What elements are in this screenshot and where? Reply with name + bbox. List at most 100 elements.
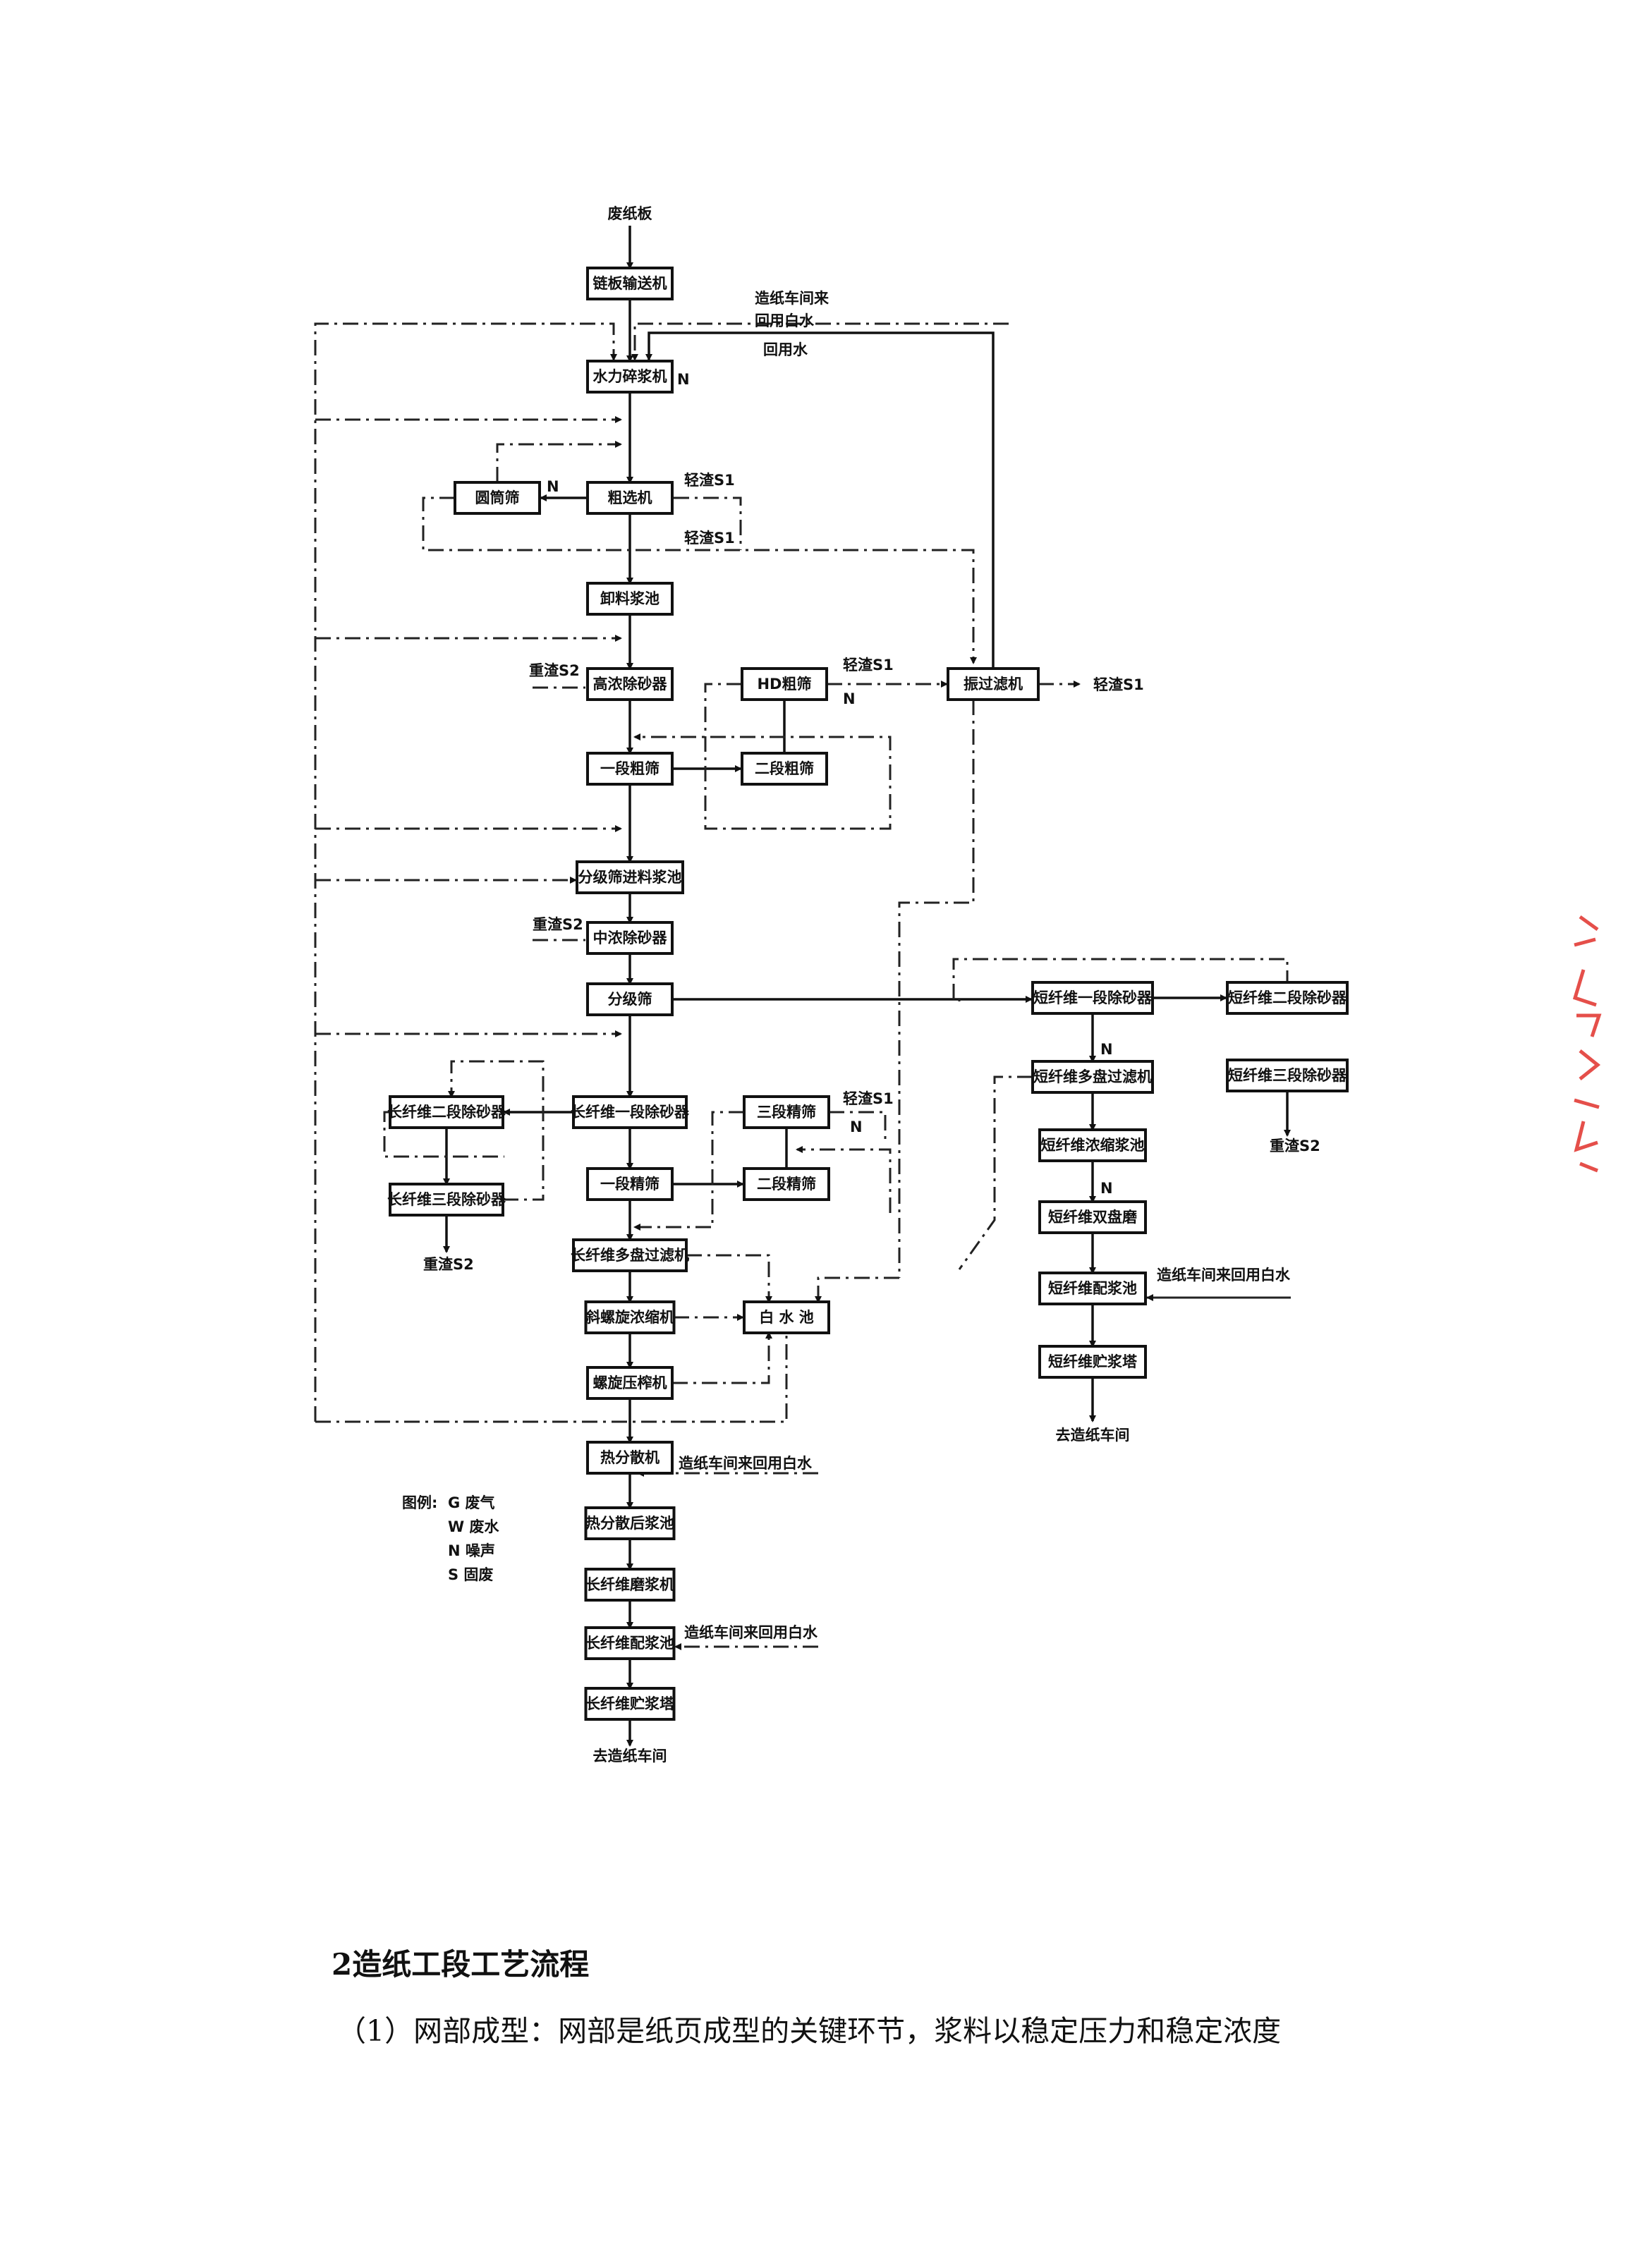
- node-box: [586, 360, 674, 394]
- process-node-sf1: 短纤维一段除砂器: [1031, 981, 1154, 1015]
- node-box: [584, 1300, 676, 1334]
- input-label: 废纸板: [608, 205, 653, 222]
- node-box: [1226, 981, 1349, 1015]
- return-flow-line: [315, 1333, 788, 1423]
- node-box: [743, 1095, 830, 1129]
- process-node-fine3: 三段精筛: [743, 1095, 830, 1129]
- process-node-screw: 斜螺旋浓缩机: [584, 1300, 676, 1334]
- process-node-pulper: 水力碎浆机: [586, 360, 674, 394]
- return-flow-line: [686, 1254, 772, 1303]
- return-flow-line: [898, 700, 975, 1278]
- noise-label: N: [677, 371, 690, 388]
- node-box: [576, 860, 684, 894]
- process-node-mcclean: 中浓除砂器: [586, 921, 674, 955]
- node-label: 短纤维双盘磨: [1048, 1209, 1137, 1226]
- return-flow-line: [448, 1060, 545, 1201]
- process-node-frac: 分级筛: [586, 982, 674, 1016]
- noise-label: N: [850, 1118, 863, 1135]
- process-node-dump: 卸料浆池: [586, 582, 674, 616]
- node-label: 长纤维三段除砂器: [387, 1191, 506, 1208]
- flow-lines: [314, 226, 1291, 1747]
- noise-label: N: [843, 690, 856, 707]
- return-flow-line: [815, 1276, 899, 1303]
- to-paper-label: 去造纸车间: [1056, 1427, 1130, 1444]
- return-flow-line: [674, 496, 742, 550]
- node-label: 短纤维一段除砂器: [1033, 989, 1153, 1006]
- process-node-sftower: 短纤维贮浆塔: [1038, 1345, 1147, 1379]
- process-node-fine2: 二段精筛: [743, 1167, 830, 1201]
- node-label: 热分散后浆池: [585, 1515, 674, 1532]
- red-stamp-mark: [1572, 915, 1602, 1173]
- process-node-hdscreen: HD粗筛: [741, 667, 828, 701]
- process-node-lfdisc: 长纤维多盘过滤机: [571, 1238, 689, 1272]
- node-label: 粗选机: [608, 489, 652, 506]
- white-water-label: 造纸车间来回用白水: [679, 1455, 813, 1472]
- node-label: 长纤维配浆池: [585, 1635, 674, 1652]
- node-label: 长纤维磨浆机: [585, 1576, 674, 1593]
- node-box: [743, 1300, 830, 1334]
- flow-arrow: [645, 331, 995, 669]
- process-node-screen2: 二段粗筛: [741, 752, 828, 786]
- recycle-water-label-1: 造纸车间来: [755, 290, 829, 307]
- node-box: [586, 667, 674, 701]
- node-box: [572, 1238, 688, 1272]
- legend-item: N 噪声: [448, 1542, 495, 1559]
- node-label: 短纤维配浆池: [1048, 1280, 1137, 1297]
- node-box: [586, 1441, 674, 1475]
- node-label: 二段粗筛: [755, 760, 814, 777]
- node-label: 短纤维二段除砂器: [1228, 989, 1347, 1006]
- legend-item: W 废水: [448, 1518, 499, 1535]
- node-box: [586, 982, 674, 1016]
- node-box: [572, 1095, 688, 1129]
- node-label: 短纤维多盘过滤机: [1033, 1068, 1152, 1085]
- node-label: 中浓除砂器: [593, 929, 668, 946]
- node-label: 长纤维贮浆塔: [585, 1695, 675, 1712]
- node-box: [389, 1183, 504, 1217]
- node-box: [743, 1167, 830, 1201]
- legend: 图例: G 废气 W 废水 N 噪声 S 固废: [402, 1494, 499, 1583]
- heavy-reject-label: 重渣S2: [423, 1256, 474, 1273]
- node-box: [584, 1568, 676, 1602]
- process-node-coarse: 粗选机: [586, 481, 674, 515]
- node-box: [741, 752, 828, 786]
- node-box: [584, 1506, 676, 1540]
- light-reject-label: 轻渣S1: [843, 1090, 894, 1107]
- light-reject-label: 轻渣S1: [684, 472, 735, 489]
- return-flow-line: [796, 1146, 892, 1213]
- node-label: 短纤维贮浆塔: [1048, 1353, 1138, 1370]
- process-node-disptank: 热分散后浆池: [584, 1506, 676, 1540]
- white-water-return-line: [314, 322, 617, 1422]
- process-node-lfmix: 长纤维配浆池: [584, 1626, 676, 1660]
- node-box: [1031, 981, 1154, 1015]
- heavy-reject-label: 重渣S2: [529, 662, 580, 679]
- node-label: 分级筛进料浆池: [578, 869, 682, 886]
- process-node-sfthick: 短纤维浓缩浆池: [1038, 1128, 1147, 1162]
- process-node-lf1: 长纤维一段除砂器: [571, 1095, 690, 1129]
- node-box: [586, 582, 674, 616]
- return-flow-line: [633, 1111, 744, 1231]
- light-reject-label: 轻渣S1: [684, 530, 735, 547]
- node-box: [454, 481, 541, 515]
- node-label: 短纤维浓缩浆池: [1041, 1137, 1145, 1154]
- process-node-filter: 振过滤机: [947, 667, 1040, 701]
- noise-label: N: [1100, 1180, 1113, 1197]
- node-box: [586, 921, 674, 955]
- node-label: 长纤维一段除砂器: [571, 1104, 690, 1121]
- node-label: 一段精筛: [600, 1176, 660, 1193]
- legend-item: S 固废: [448, 1566, 493, 1583]
- process-node-press: 螺旋压榨机: [586, 1366, 674, 1400]
- noise-label: N: [547, 478, 559, 495]
- return-flow-line: [672, 1331, 772, 1384]
- process-node-disp: 热分散机: [586, 1441, 674, 1475]
- process-node-sf2: 短纤维二段除砂器: [1226, 981, 1349, 1015]
- node-label: 热分散机: [600, 1449, 660, 1466]
- process-node-lftower: 长纤维贮浆塔: [584, 1687, 676, 1721]
- heavy-reject-label: 重渣S2: [1270, 1138, 1320, 1154]
- process-node-sfmix: 短纤维配浆池: [1038, 1272, 1147, 1305]
- legend-item: G 废气: [448, 1494, 495, 1511]
- node-box: [389, 1095, 504, 1129]
- return-flow-line: [383, 1111, 504, 1158]
- node-label: 卸料浆池: [600, 590, 660, 607]
- process-node-lfref: 长纤维磨浆机: [584, 1568, 676, 1602]
